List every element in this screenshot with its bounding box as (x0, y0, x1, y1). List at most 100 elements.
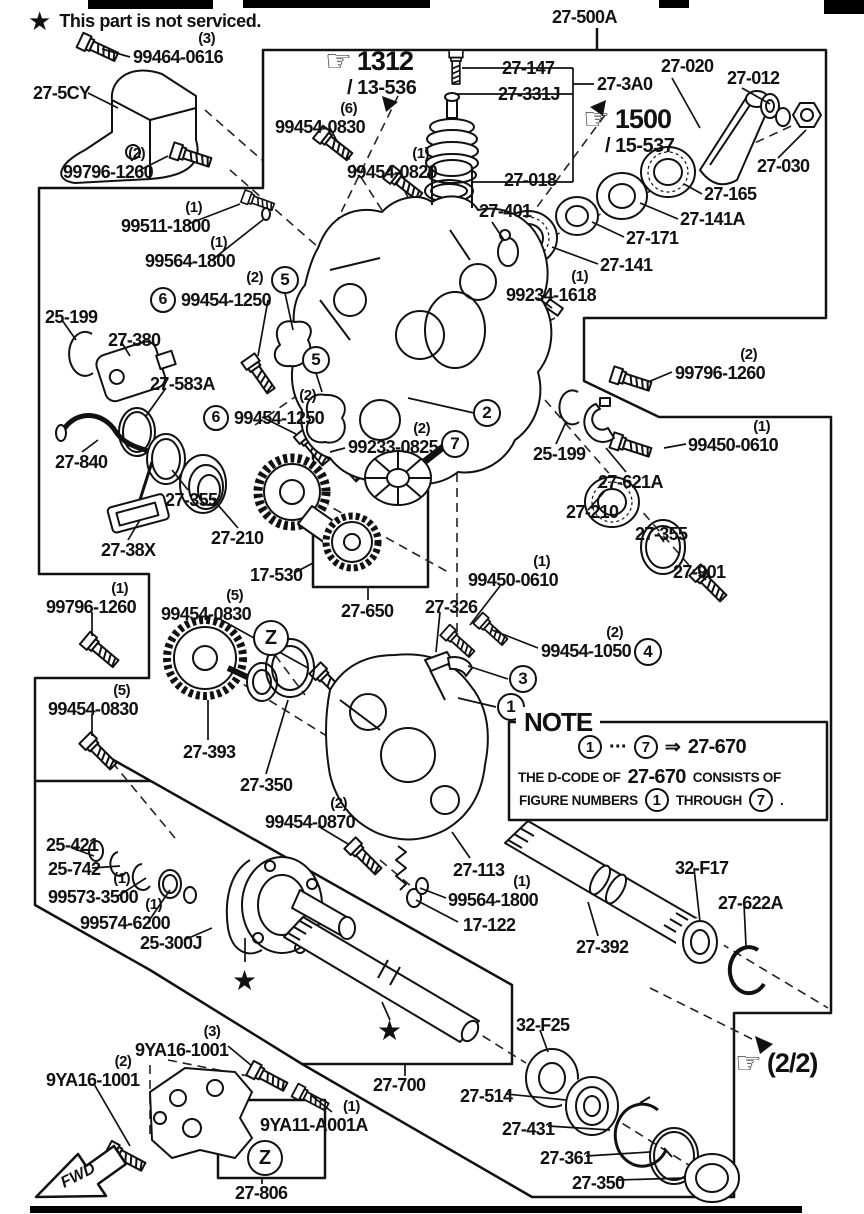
part-label-99454-0870: (2)99454-0870 (265, 796, 356, 832)
quantity-count: (2) (606, 624, 624, 641)
figure-number-marker-5: 5 (302, 346, 330, 374)
part-code: 27-030 (757, 156, 810, 176)
part-label-27-700: 27-700 (373, 1075, 426, 1095)
part-label-9YA16-1001: (3)9YA16-1001 (135, 1024, 229, 1059)
figure-number-icon: 7 (633, 735, 658, 759)
quantity-count: (2) (128, 145, 146, 162)
part-code: 99450-0610 (468, 570, 559, 590)
quantity-count: (1) (513, 873, 531, 890)
part-label-99574-6200: (1)99574-6200 (80, 896, 171, 933)
part-code: 32-F17 (675, 858, 729, 878)
fwd-direction-arrow: FWD (34, 1144, 128, 1199)
part-code: 99573-3500 (48, 887, 139, 907)
part-code: 1312 (356, 46, 414, 76)
part-code: 99454-0830 (161, 604, 252, 624)
part-code: 17-530 (250, 565, 303, 585)
part-label-25-742: 25-742 (48, 859, 101, 879)
part-label-27-165: 27-165 (704, 184, 757, 204)
part-code: 27-012 (727, 68, 780, 88)
part-code: 99574-6200 (80, 913, 171, 933)
part-label-27-393: 27-393 (183, 743, 236, 761)
part-label-99796-1260: (2)99796-1260 (675, 347, 766, 382)
part-label-27-38X: 27-38X (101, 541, 156, 559)
part-label-1500: ☞1500/ 15-537 (583, 102, 675, 157)
note-part-code: 27-670 (627, 766, 687, 788)
part-label-27-350: 27-350 (572, 1174, 625, 1192)
part-label-99573-3500: (1)99573-3500 (48, 870, 139, 907)
note-text: THE D-CODE OF (518, 770, 621, 785)
part-code: 27-018 (504, 170, 557, 190)
part-label-27-018: 27-018 (504, 170, 557, 190)
part-code: 9YA16-1001 (46, 1070, 140, 1090)
pointing-hand-icon: ☞ (325, 44, 352, 78)
part-code: 25-199 (45, 307, 98, 327)
part-code: 27-583A (150, 374, 215, 394)
part-label-27-326: 27-326 (425, 597, 478, 617)
part-label-27-350: 27-350 (240, 775, 293, 795)
part-code: 27-165 (704, 184, 757, 204)
figure-number-marker-2: 2 (473, 399, 501, 427)
part-code: 27-350 (240, 775, 293, 795)
part-label-9YA11-A001A: (1)9YA11-A001A (260, 1099, 368, 1134)
figure-number-icon: 7 (748, 788, 773, 812)
part-code: 27-380 (108, 330, 161, 350)
part-code: 99454-1050 (541, 641, 632, 661)
note-title: NOTE (516, 707, 601, 738)
part-code: 27-355 (165, 490, 218, 510)
quantity-count: (1) (145, 896, 163, 913)
quantity-count: (2) (413, 420, 431, 437)
part-code: 99454-0830 (275, 117, 366, 137)
quantity-count: (1) (753, 418, 771, 435)
figure-number-marker-5: 5 (271, 266, 299, 294)
part-code-line2: / 15-537 (605, 135, 675, 157)
part-code: 99564-1800 (448, 890, 539, 910)
part-label-99233-0825: (2)99233-0825 (348, 420, 439, 456)
note-dcode-line: THE D-CODE OF 27-670 CONSISTS OF (518, 766, 781, 789)
part-label-25-199: 25-199 (533, 445, 586, 463)
figure-number-icon: 1 (644, 788, 669, 812)
figure-number-marker-4: 4 (634, 638, 662, 666)
part-label-99454-0820: (1)99454-0820 (347, 146, 438, 182)
quantity-count: (1) (113, 870, 131, 887)
quantity-count: (1) (210, 234, 228, 251)
figure-number-marker-3: 3 (509, 665, 537, 693)
part-code: 25-742 (48, 859, 101, 879)
part-code: 27-700 (373, 1075, 426, 1095)
part-label-27-5CY: 27-5CY (33, 84, 91, 102)
part-code: 99454-0830 (48, 699, 139, 719)
note-text: FIGURE NUMBERS (519, 792, 638, 808)
part-label-27-030: 27-030 (757, 156, 810, 176)
quantity-count: (6) (340, 100, 358, 117)
part-label-27-401: 27-401 (479, 202, 532, 220)
not-serviced-note: ★ This part is not serviced. (28, 8, 261, 34)
part-label-27-583A: 27-583A (150, 375, 215, 393)
part-label-25-421: 25-421 (46, 835, 99, 855)
page-crop-bars (30, 0, 864, 1213)
part-label-32-F25: 32-F25 (516, 1016, 570, 1034)
part-code: 27-622A (718, 893, 783, 913)
pointing-hand-icon: ☞ (583, 102, 610, 136)
part-label-27-355: 27-355 (165, 490, 218, 510)
quantity-count: (1) (185, 199, 203, 216)
quantity-count: (1) (571, 268, 589, 285)
part-code: 25-421 (46, 835, 99, 855)
part-label-99796-1260: (2)99796-1260 (63, 145, 154, 181)
part-code: 9YA11-A001A (260, 1115, 368, 1135)
detail-marker-Z: Z (247, 1140, 283, 1176)
part-code: 27-210 (566, 502, 619, 522)
part-code: 27-514 (460, 1086, 513, 1106)
part-code: 27-326 (425, 597, 478, 617)
part-code: 99454-0870 (265, 812, 356, 832)
part-code: 99454-0820 (347, 162, 438, 182)
part-label-27-210: 27-210 (211, 529, 264, 547)
pointing-hand-icon: ☞ (735, 1046, 762, 1080)
part-label-27-431: 27-431 (502, 1120, 555, 1138)
part-code: 27-500A (552, 7, 617, 27)
leader-lines (61, 48, 807, 1184)
detail-marker-Z: Z (253, 620, 289, 656)
part-label-27-020: 27-020 (661, 57, 714, 75)
part-code: 27-901 (673, 562, 726, 582)
part-code: 27-355 (635, 524, 688, 544)
